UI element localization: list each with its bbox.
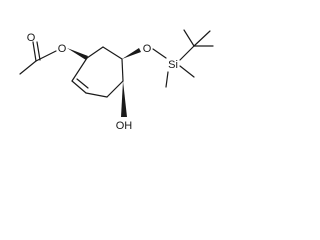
hydroxyl-label: OH (116, 120, 133, 132)
ring-bond-c3-c4 (121, 58, 124, 82)
tertbutyl-methyl-bond-2 (193, 30, 211, 47)
structure-canvas: O O O Si OH (0, 0, 228, 146)
ester-wedge-bond (67, 48, 88, 60)
acetyl-methyl-bond (19, 60, 37, 75)
ring-bond-c2-c3 (102, 46, 123, 60)
ring-bond-c1-c2 (86, 46, 104, 59)
hydroxyl-wedge-bond (121, 81, 127, 117)
silyl-ether-oxygen-label: O (143, 43, 152, 55)
silicon-methyl-bond-1 (165, 71, 169, 88)
ester-oxygen-label: O (58, 43, 67, 55)
ring-bond-c4-c5 (106, 80, 124, 98)
ring-double-bond-outer (71, 80, 87, 94)
silicon-label: Si (168, 59, 178, 71)
ring-double-bond-inner (76, 78, 89, 89)
silicon-methyl-bond-2 (179, 65, 195, 78)
tertbutyl-methyl-bond-1 (183, 29, 195, 47)
ring-bond-c7-c1 (71, 57, 88, 82)
molecule-diagram: O O O Si OH (19, 29, 214, 132)
silyl-ether-wedge-bond (122, 48, 141, 59)
carbonyl-bond-1 (32, 41, 37, 62)
carbonyl-oxygen-label: O (27, 32, 36, 44)
silicon-tertbutyl-bond (179, 45, 195, 61)
acyl-ester-oxygen-bond (35, 50, 57, 62)
carbonyl-bond-2 (36, 41, 41, 61)
oxygen-silicon-bond (152, 48, 167, 59)
ring-bond-c5-c6 (85, 92, 108, 98)
